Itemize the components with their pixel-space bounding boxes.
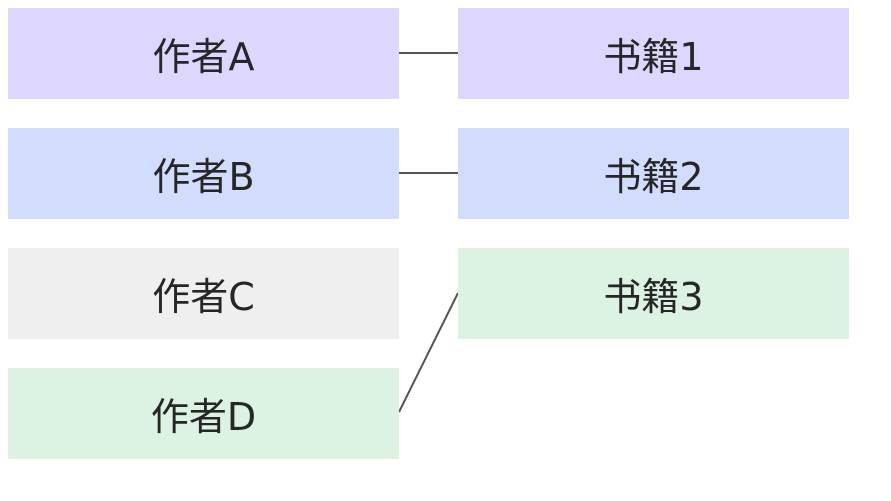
book-2-box: 书籍2 bbox=[458, 128, 849, 219]
author-a-box: 作者A bbox=[8, 8, 399, 99]
author-c-box: 作者C bbox=[8, 248, 399, 339]
book-1-label: 书籍1 bbox=[603, 35, 704, 79]
book-3-label: 书籍3 bbox=[603, 275, 704, 319]
author-c-label: 作者C bbox=[152, 275, 255, 319]
author-d-label: 作者D bbox=[150, 395, 257, 439]
book-2-label: 书籍2 bbox=[603, 155, 704, 199]
book-1-box: 书籍1 bbox=[458, 8, 849, 99]
author-a-label: 作者A bbox=[152, 35, 255, 79]
book-3-box: 书籍3 bbox=[458, 248, 849, 339]
author-b-box: 作者B bbox=[8, 128, 399, 219]
author-d-box: 作者D bbox=[8, 368, 399, 459]
author-b-label: 作者B bbox=[152, 155, 255, 199]
link-author-d-book-3 bbox=[398, 292, 459, 413]
